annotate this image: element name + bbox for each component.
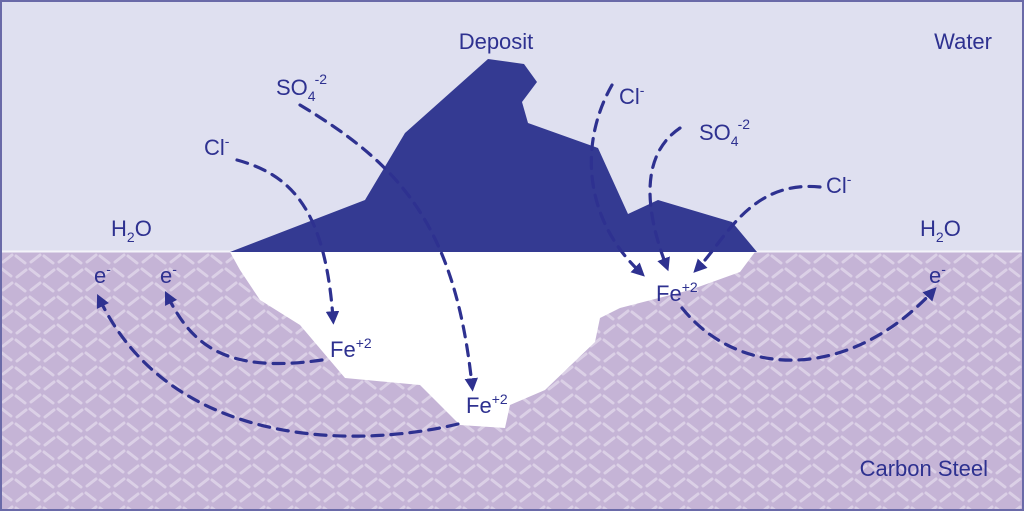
carbon-steel-label: Carbon Steel bbox=[860, 456, 988, 481]
electron-arrow-left-short bbox=[164, 291, 324, 366]
deposit-mass bbox=[230, 59, 757, 252]
deposit-label: Deposit bbox=[459, 29, 534, 54]
sulfate-label-right: SO4-2 bbox=[699, 116, 750, 149]
sulfate-arrow-left bbox=[298, 103, 478, 392]
electron-arrow-right bbox=[680, 287, 937, 362]
electron-label-3: e- bbox=[929, 261, 946, 288]
iron-ion-label-right: Fe+2 bbox=[656, 279, 698, 306]
h2o-right-label: H2O bbox=[920, 216, 961, 245]
electron-label-2: e- bbox=[160, 261, 177, 288]
electron-label-1: e- bbox=[94, 261, 111, 288]
electron-arrow-left-long bbox=[96, 293, 460, 438]
chloride-arrow-right bbox=[693, 184, 822, 273]
h2o-left-label: H2O bbox=[111, 216, 152, 245]
chloride-arrow-center bbox=[589, 83, 645, 277]
iron-ion-label-left: Fe+2 bbox=[330, 335, 372, 362]
sulfate-label-left: SO4-2 bbox=[276, 71, 327, 104]
water-label: Water bbox=[934, 29, 992, 54]
corrosion-pit bbox=[230, 252, 755, 428]
chloride-arrow-left bbox=[235, 158, 340, 325]
chloride-label-center: Cl- bbox=[619, 82, 645, 109]
chloride-label-left: Cl- bbox=[204, 133, 230, 160]
chloride-label-right: Cl- bbox=[826, 171, 852, 198]
iron-ion-label-bottom: Fe+2 bbox=[466, 391, 508, 418]
sulfate-arrow-right bbox=[648, 126, 682, 272]
